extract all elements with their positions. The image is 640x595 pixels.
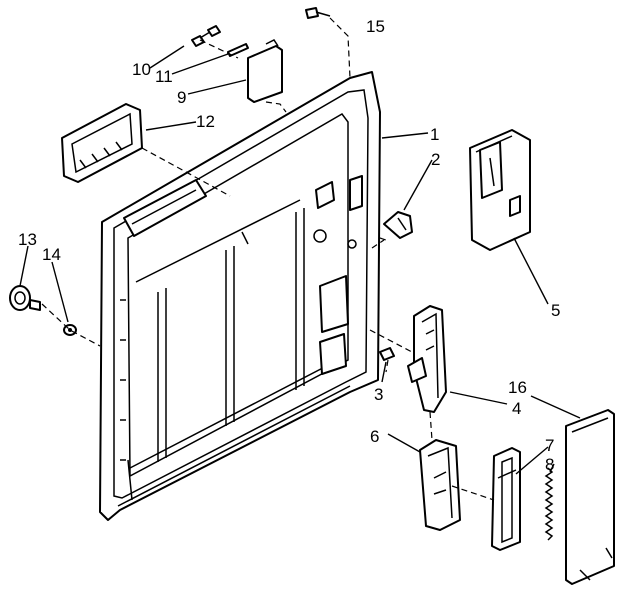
callout-10: 10: [132, 60, 151, 79]
cover: [247, 39, 283, 103]
knob: [9, 285, 41, 311]
callout-15: 15: [366, 17, 385, 36]
latch-slide: [491, 447, 521, 551]
callout-11: 11: [155, 67, 173, 86]
panel: [565, 409, 615, 585]
callout-4: 4: [512, 399, 521, 418]
vent: [61, 103, 143, 183]
switch-housing: [469, 129, 531, 251]
callout-5: 5: [551, 301, 560, 320]
callout-6: 6: [370, 427, 379, 446]
latch-assembly: [407, 305, 447, 413]
latch-bracket: [419, 439, 461, 531]
callout-2: 2: [431, 150, 440, 169]
pin-11: [227, 43, 249, 57]
callout-3: 3: [374, 385, 383, 404]
callout-7: 7: [545, 436, 554, 455]
screw-10: [191, 25, 221, 47]
callout-16: 16: [508, 378, 527, 397]
callout-1: 1: [430, 125, 439, 144]
inner-door-panel: [99, 71, 381, 521]
clip: [383, 211, 413, 239]
callout-12: 12: [196, 112, 215, 131]
callout-9: 9: [177, 88, 186, 107]
spring: [544, 467, 554, 541]
screw-15: [305, 7, 331, 19]
nut: [379, 347, 395, 361]
callout-8: 8: [545, 455, 554, 474]
callout-13: 13: [18, 230, 37, 249]
callout-14: 14: [42, 245, 61, 264]
